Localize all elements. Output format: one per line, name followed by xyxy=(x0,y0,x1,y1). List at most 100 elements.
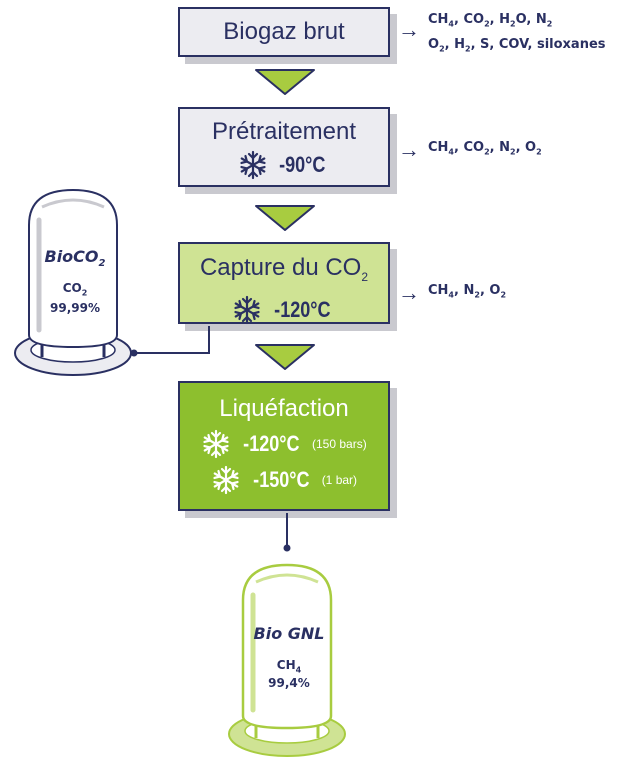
gas-formula-sub: 2 xyxy=(465,44,471,54)
tank-biognl: Bio GNL CH4 99,4% xyxy=(226,560,348,760)
gas-formula: O2 xyxy=(428,36,445,54)
gas-formula-main: N xyxy=(463,283,475,298)
gas-formula-main: O xyxy=(525,140,537,155)
output-gases-line2: O2, H2, S, COV, siloxanes xyxy=(428,35,606,60)
gas-formula-main: O xyxy=(515,12,527,27)
tank-gas-sub: 4 xyxy=(295,665,302,675)
tank-gas-main: CO xyxy=(62,281,82,295)
step-temperature: -120°C xyxy=(273,296,331,322)
gas-formula: CH4 xyxy=(428,283,454,300)
tank-gas: CH4 xyxy=(244,658,334,674)
step-title: Liquéfaction xyxy=(219,395,349,422)
gas-formula-main: N xyxy=(535,12,547,27)
tank-label-sub: 2 xyxy=(98,258,106,270)
gas-formula-sub: 2 xyxy=(500,290,507,300)
tank-gas-main: CH xyxy=(276,658,296,672)
step-pressure-1: (150 bars) xyxy=(312,437,367,451)
gas-formula-main: N xyxy=(499,140,510,155)
snowflake-icon xyxy=(232,295,262,325)
output-step2: → CH4, CO2, N2, O2 xyxy=(398,138,542,163)
down-arrow-icon xyxy=(255,69,315,95)
output-gases: CH4, N2, O2 xyxy=(428,281,506,306)
gas-formula-main: O xyxy=(489,283,501,298)
right-arrow-icon: → xyxy=(398,137,420,163)
output-gases: CH4, CO2, N2, O2 xyxy=(428,138,542,163)
down-arrow-icon xyxy=(255,205,315,231)
gas-separator: , xyxy=(489,140,500,155)
gas-formula-sub: 2 xyxy=(546,19,553,29)
gas-formula-sub: 2 xyxy=(474,290,480,300)
gas-formula-sub: 4 xyxy=(448,290,454,300)
step-pretraitement: Prétraitement -90°C xyxy=(178,107,390,187)
gas-formula-main: S, COV, siloxanes xyxy=(480,36,606,52)
gas-formula-sub: 2 xyxy=(439,44,445,54)
gas-formula-main: CH xyxy=(428,140,449,155)
gas-separator: , xyxy=(479,283,490,298)
gas-separator: , xyxy=(470,36,481,52)
snowflake-icon xyxy=(211,465,241,495)
step-biogaz-brut: Biogaz brut xyxy=(178,7,390,57)
tank-bioco2: BioCO2 CO2 99,99% xyxy=(12,185,134,380)
gas-formula-sub: 2 xyxy=(484,147,490,157)
gas-formula-main: H xyxy=(499,12,510,27)
tank-gas-sub: 2 xyxy=(81,288,88,298)
output-step1: → CH4, CO2, H2O, N2 O2, H2, S, COV, silo… xyxy=(398,10,606,59)
step-title-main: Capture du CO xyxy=(199,254,362,281)
gas-formula: CH4 xyxy=(428,12,454,29)
gas-formula: N2 xyxy=(499,140,516,157)
gas-separator: , xyxy=(444,36,455,52)
tank-purity: 99,4% xyxy=(268,676,310,690)
gas-formula: H2 xyxy=(499,12,516,29)
gas-formula-main: CO xyxy=(463,140,485,155)
gas-formula: N2 xyxy=(535,12,553,29)
output-gases-line1: CH4, CO2, H2O, N2 xyxy=(428,10,606,35)
tank-gas: CO2 xyxy=(30,281,120,297)
gas-formula: O2 xyxy=(525,140,542,157)
step-pressure-2: (1 bar) xyxy=(321,473,358,487)
gas-formula: N2 xyxy=(463,283,480,300)
gas-formula-main: CO xyxy=(463,12,485,27)
step-temperature: -90°C xyxy=(278,152,326,177)
tank-label-main: BioCO xyxy=(44,247,99,266)
step-title: Capture du CO2 xyxy=(180,254,388,291)
snowflake-icon xyxy=(201,429,231,459)
gas-separator: , xyxy=(526,12,536,27)
gas-formula-sub: 4 xyxy=(448,147,454,157)
step-title-sub: 2 xyxy=(361,269,369,284)
tank-label: BioCO2 xyxy=(30,247,120,269)
snowflake-icon xyxy=(238,150,268,180)
gas-formula-sub: 4 xyxy=(448,19,454,29)
tank-purity: 99,99% xyxy=(50,301,100,315)
gas-formula: CO2 xyxy=(463,140,490,157)
gas-formula-main: O xyxy=(428,36,440,52)
gas-formula: CH4 xyxy=(428,140,454,157)
step-temperature-1: -120°C xyxy=(243,431,300,456)
step-capture-co2: Capture du CO2 -120°C xyxy=(178,242,390,324)
gas-formula: CO2 xyxy=(463,12,490,29)
gas-formula: S, COV, siloxanes xyxy=(480,37,605,52)
gas-separator: , xyxy=(454,283,464,298)
gas-formula-sub: 2 xyxy=(536,147,542,157)
gas-separator: , xyxy=(515,140,526,155)
right-arrow-icon: → xyxy=(398,17,420,42)
gas-formula: H2 xyxy=(454,36,471,54)
step-title: Biogaz brut xyxy=(223,18,345,45)
gas-separator: , xyxy=(489,12,500,27)
gas-separator: , xyxy=(454,140,464,155)
gas-formula: O xyxy=(516,12,527,27)
output-step3: → CH4, N2, O2 xyxy=(398,281,506,306)
gas-formula-main: H xyxy=(454,36,465,52)
gas-separator: , xyxy=(454,12,464,27)
gas-formula-main: CH xyxy=(428,12,449,27)
gas-formula: O2 xyxy=(489,283,507,300)
gas-formula-sub: 2 xyxy=(510,147,516,157)
gas-formula-main: CH xyxy=(428,283,449,298)
down-arrow-icon xyxy=(255,344,315,370)
step-liquefaction: Liquéfaction -120°C (150 bars) xyxy=(178,381,390,511)
right-arrow-icon: → xyxy=(398,280,420,306)
gas-formula-sub: 2 xyxy=(510,19,516,29)
step-title: Prétraitement xyxy=(211,118,357,145)
step-temperature-2: -150°C xyxy=(253,467,310,492)
gas-formula-sub: 2 xyxy=(484,19,490,29)
